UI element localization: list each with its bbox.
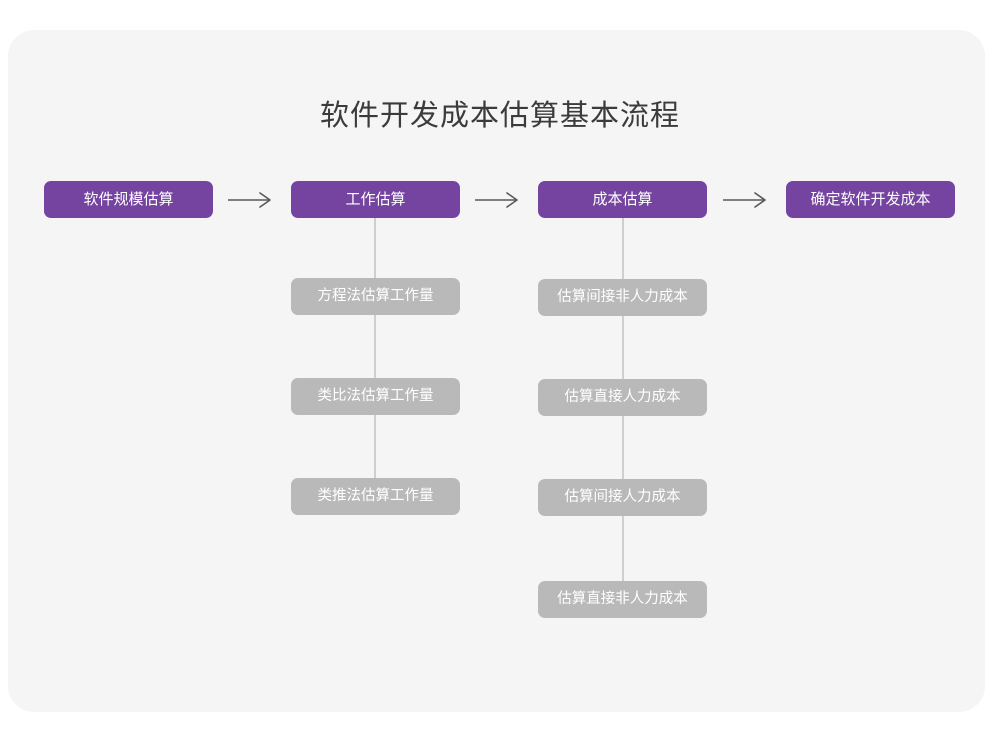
branch-node-equation-method-effort[interactable]: 方程法估算工作量 (291, 278, 460, 315)
branch-node-direct-labor-cost[interactable]: 估算直接人力成本 (538, 379, 707, 416)
flow-node-determine-development-cost[interactable]: 确定软件开发成本 (786, 181, 955, 218)
branch-node-indirect-labor-cost[interactable]: 估算间接人力成本 (538, 479, 707, 516)
flow-node-software-scale-estimation[interactable]: 软件规模估算 (44, 181, 213, 218)
branch-node-direct-nonlabor-cost[interactable]: 估算直接非人力成本 (538, 581, 707, 618)
arrow-right-icon-3 (722, 190, 770, 210)
branch-node-analogy-method-effort[interactable]: 类比法估算工作量 (291, 378, 460, 415)
arrow-right-icon-2 (474, 190, 522, 210)
content-card (8, 30, 985, 712)
page-title: 软件开发成本估算基本流程 (319, 100, 680, 132)
arrow-right-icon-1 (227, 190, 275, 210)
branch-connector-work (374, 218, 376, 497)
branch-node-indirect-nonlabor-cost[interactable]: 估算间接非人力成本 (538, 279, 707, 316)
flow-node-work-estimation[interactable]: 工作估算 (291, 181, 460, 218)
flow-node-cost-estimation[interactable]: 成本估算 (538, 181, 707, 218)
branch-node-analogical-method-effort[interactable]: 类推法估算工作量 (291, 478, 460, 515)
